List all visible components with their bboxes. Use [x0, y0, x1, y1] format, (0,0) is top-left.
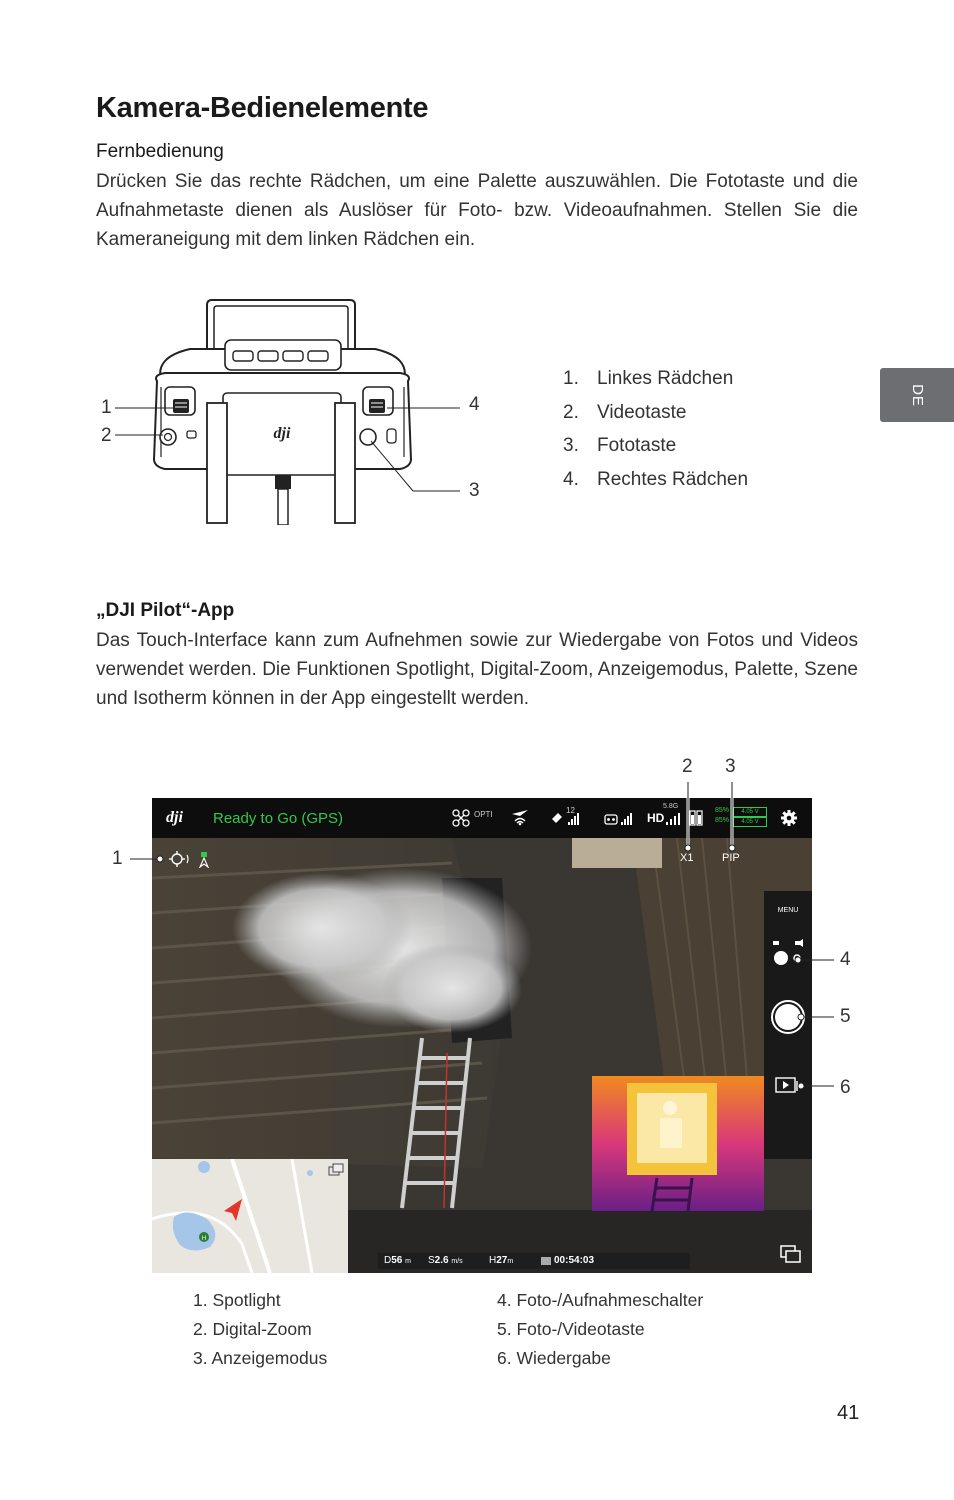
app-screenshot: dji Ready to Go (GPS) OPTI 12 [152, 798, 812, 1273]
dji-logo-icon[interactable]: dji [166, 809, 183, 826]
opti-label: OPTI [474, 810, 493, 819]
map-view: H [152, 1159, 348, 1273]
page-title: Kamera-Bedienelemente [96, 92, 429, 124]
camera-view [152, 838, 812, 1273]
remote-callout-4: 4 [469, 394, 480, 415]
remote-heading: Fernbedienung [96, 141, 224, 162]
caption-list-right: 4. Foto-/Aufnahmeschalter 5. Foto-/Video… [497, 1286, 703, 1373]
caption-item: 6. Wiedergabe [497, 1348, 611, 1368]
status-text[interactable]: Ready to Go (GPS) [213, 810, 344, 827]
page-number: 41 [837, 1402, 860, 1424]
map-inset[interactable]: H [152, 1159, 348, 1273]
zoom-button[interactable]: X1 [680, 852, 694, 864]
remote-description: Drücken Sie das rechte Rädchen, um eine … [96, 171, 858, 250]
caption-item: 3. Anzeigemodus [193, 1348, 328, 1368]
app-heading: „DJI Pilot“-App [96, 600, 235, 621]
battery-icon [689, 810, 703, 826]
app-callout-6: 6 [840, 1077, 851, 1098]
remote-callout-2: 2 [101, 425, 112, 446]
playback-icon[interactable] [775, 1077, 801, 1093]
speed-readout: S2.6 m/s [428, 1255, 463, 1266]
gear-icon[interactable] [780, 809, 798, 827]
remote-parts-list: 1.Linkes Rädchen 2.Videotaste 3.Fototast… [563, 362, 748, 496]
language-tab-label: DE [908, 383, 926, 407]
language-tab[interactable]: DE [880, 368, 954, 422]
caption-item: 1. Spotlight [193, 1290, 281, 1310]
caption-item: 4. Foto-/Aufnahmeschalter [497, 1290, 704, 1310]
distance-readout: D56 m [384, 1255, 411, 1266]
satellite-count: 12 [566, 806, 575, 815]
display-mode-button[interactable]: PIP [722, 852, 740, 864]
app-callout-lines [130, 782, 834, 1090]
list-item: 4.Rechtes Rädchen [563, 468, 749, 490]
app-callout-1: 1 [112, 848, 123, 869]
battery-percent-2: 85% [715, 817, 730, 824]
svg-text:dji: dji [274, 425, 291, 442]
list-item: 1.Linkes Rädchen [563, 368, 734, 389]
layers-icon[interactable] [779, 1244, 803, 1264]
remote-callout-1: 1 [101, 397, 112, 418]
sd-card-icon [541, 1257, 551, 1265]
app-callout-2: 2 [682, 756, 693, 777]
caption-item: 2. Digital-Zoom [193, 1319, 312, 1339]
home-point-marker: H [202, 1236, 206, 1242]
spotlight-icon[interactable] [166, 850, 190, 868]
list-item: 3.Fototaste [563, 435, 677, 456]
telemetry-bar: D56 m S2.6 m/s H27m 00:54:03 [378, 1253, 690, 1269]
app-description: Das Touch-Interface kann zum Aufnehmen s… [96, 630, 858, 709]
battery-percent-1: 85% [715, 807, 730, 814]
app-top-bar: dji Ready to Go (GPS) OPTI 12 [152, 798, 812, 838]
remaining-time: 00:54:03 [554, 1255, 595, 1266]
photo-video-toggle[interactable] [770, 939, 806, 965]
app-callout-3: 3 [725, 756, 736, 777]
app-callout-5: 5 [840, 1006, 851, 1027]
list-item: 2.Videotaste [563, 401, 687, 423]
menu-button[interactable]: MENU [777, 907, 799, 914]
aircraft-icon [452, 809, 470, 827]
caption-list-left: 1. Spotlight 2. Digital-Zoom 3. Anzeigem… [193, 1286, 327, 1373]
remote-callout-3: 3 [469, 480, 480, 501]
satellite-icon [552, 813, 579, 825]
caption-item: 5. Foto-/Videotaste [497, 1319, 645, 1339]
height-readout: H27m [489, 1255, 514, 1266]
hd-label: HD [647, 811, 665, 825]
map-expand-icon[interactable] [328, 1163, 344, 1176]
camera-control-panel: MENU [764, 891, 812, 1159]
remote-controller-illustration: dji [115, 299, 460, 525]
hd-signal-bars-icon [666, 813, 680, 825]
signal-indicator-icon [198, 852, 210, 868]
gps-signal-icon [512, 810, 528, 826]
app-callout-4: 4 [840, 949, 851, 970]
band-label: 5.8G [663, 803, 679, 810]
remote-signal-icon [604, 813, 632, 825]
